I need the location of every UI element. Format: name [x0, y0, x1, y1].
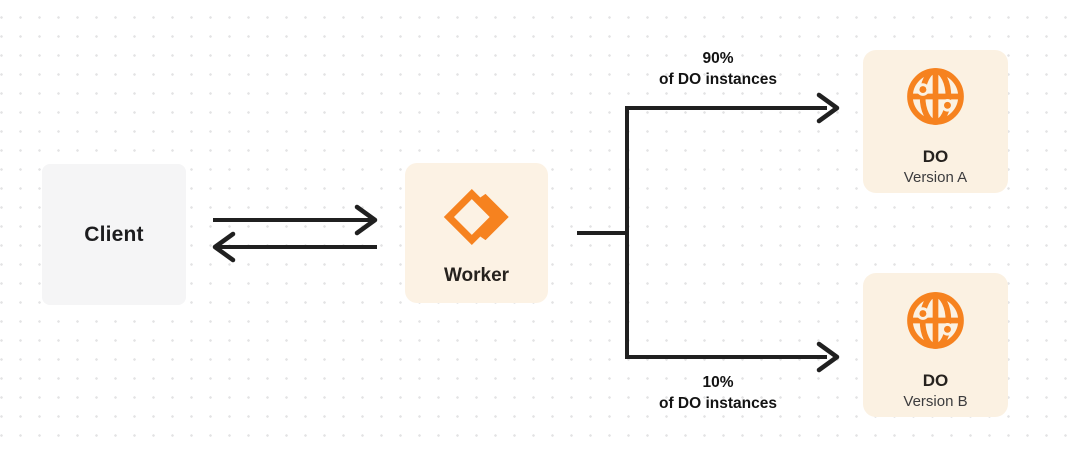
request-arrow — [213, 204, 378, 236]
do-a-title: DO — [922, 147, 949, 166]
do-version-b-node: DO Version B — [863, 273, 1008, 417]
bottom-branch-label: 10% of DO instances — [598, 372, 838, 414]
globe-icon — [904, 65, 967, 133]
worker-label: Worker — [443, 264, 510, 286]
client-label: Client — [84, 222, 144, 246]
bottom-branch-percent: 10% — [702, 374, 734, 391]
top-branch-percent: 90% — [702, 50, 734, 67]
top-branch-label: 90% of DO instances — [598, 48, 838, 90]
client-node: Client — [42, 164, 186, 305]
workers-logo-icon — [440, 186, 514, 253]
do-version-a-node: DO Version A — [863, 50, 1008, 193]
arrow-to-do-b — [625, 341, 840, 373]
do-b-title: DO — [922, 370, 949, 390]
worker-node: Worker — [405, 163, 548, 303]
bottom-branch-caption: of DO instances — [659, 395, 777, 412]
arrow-to-do-a — [625, 92, 840, 124]
response-arrow — [212, 231, 377, 263]
do-a-subtitle: Version A — [903, 169, 968, 186]
branch-split-connector — [577, 108, 629, 357]
globe-icon — [904, 289, 967, 357]
top-branch-caption: of DO instances — [659, 71, 777, 88]
do-b-subtitle: Version B — [903, 392, 968, 410]
